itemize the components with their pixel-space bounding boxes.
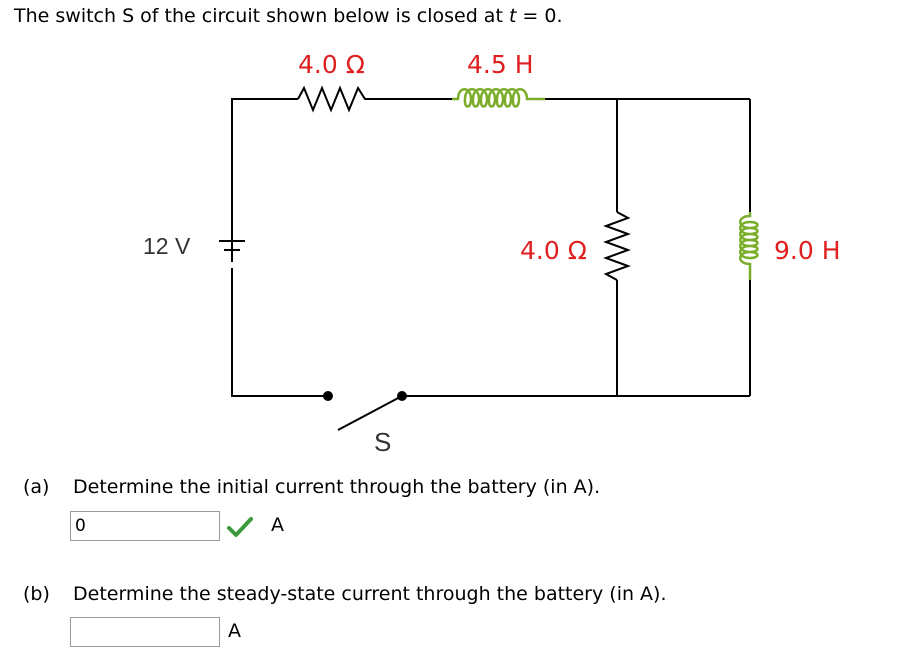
wire-left-top <box>231 98 298 262</box>
intro-text-after: = 0. <box>516 5 563 27</box>
right-inductor-coil <box>739 212 759 280</box>
answer-a-unit: A <box>271 514 284 536</box>
wire-left-bottom <box>231 268 328 397</box>
switch-label: S <box>374 427 391 457</box>
top-inductor-coil <box>452 88 545 108</box>
answer-a-input[interactable] <box>70 511 220 541</box>
intro-text-before: The switch S of the circuit shown below … <box>14 5 509 27</box>
switch-left-contact <box>323 391 333 401</box>
question-a: (a) Determine the initial current through… <box>23 476 600 498</box>
battery-label: 12 V <box>143 233 191 259</box>
question-a-tag: (a) <box>23 476 50 498</box>
circuit-diagram: 4.0 Ω 4.5 H 12 V 4.0 Ω 9.0 H S <box>143 50 841 457</box>
answer-b-input[interactable] <box>70 617 220 647</box>
top-resistor-symbol <box>297 85 368 113</box>
time-variable: t <box>508 5 517 27</box>
problem-statement: The switch S of the circuit shown below … <box>14 5 563 27</box>
top-inductor-label: 4.5 H <box>467 50 534 79</box>
answer-b-unit: A <box>228 620 241 642</box>
question-b: (b) Determine the steady-state current th… <box>23 583 667 605</box>
middle-resistor-label: 4.0 Ω <box>520 236 587 265</box>
question-b-tag: (b) <box>23 583 50 605</box>
right-inductor-label: 9.0 H <box>774 236 841 265</box>
question-a-text: Determine the initial current through th… <box>73 476 601 498</box>
top-resistor-label: 4.0 Ω <box>298 50 365 79</box>
circuit-wires <box>231 98 751 397</box>
battery-symbol <box>219 232 245 262</box>
switch-lever <box>337 395 403 431</box>
check-icon <box>227 517 253 537</box>
middle-resistor-symbol <box>603 211 631 281</box>
question-b-text: Determine the steady-state current throu… <box>73 583 667 605</box>
